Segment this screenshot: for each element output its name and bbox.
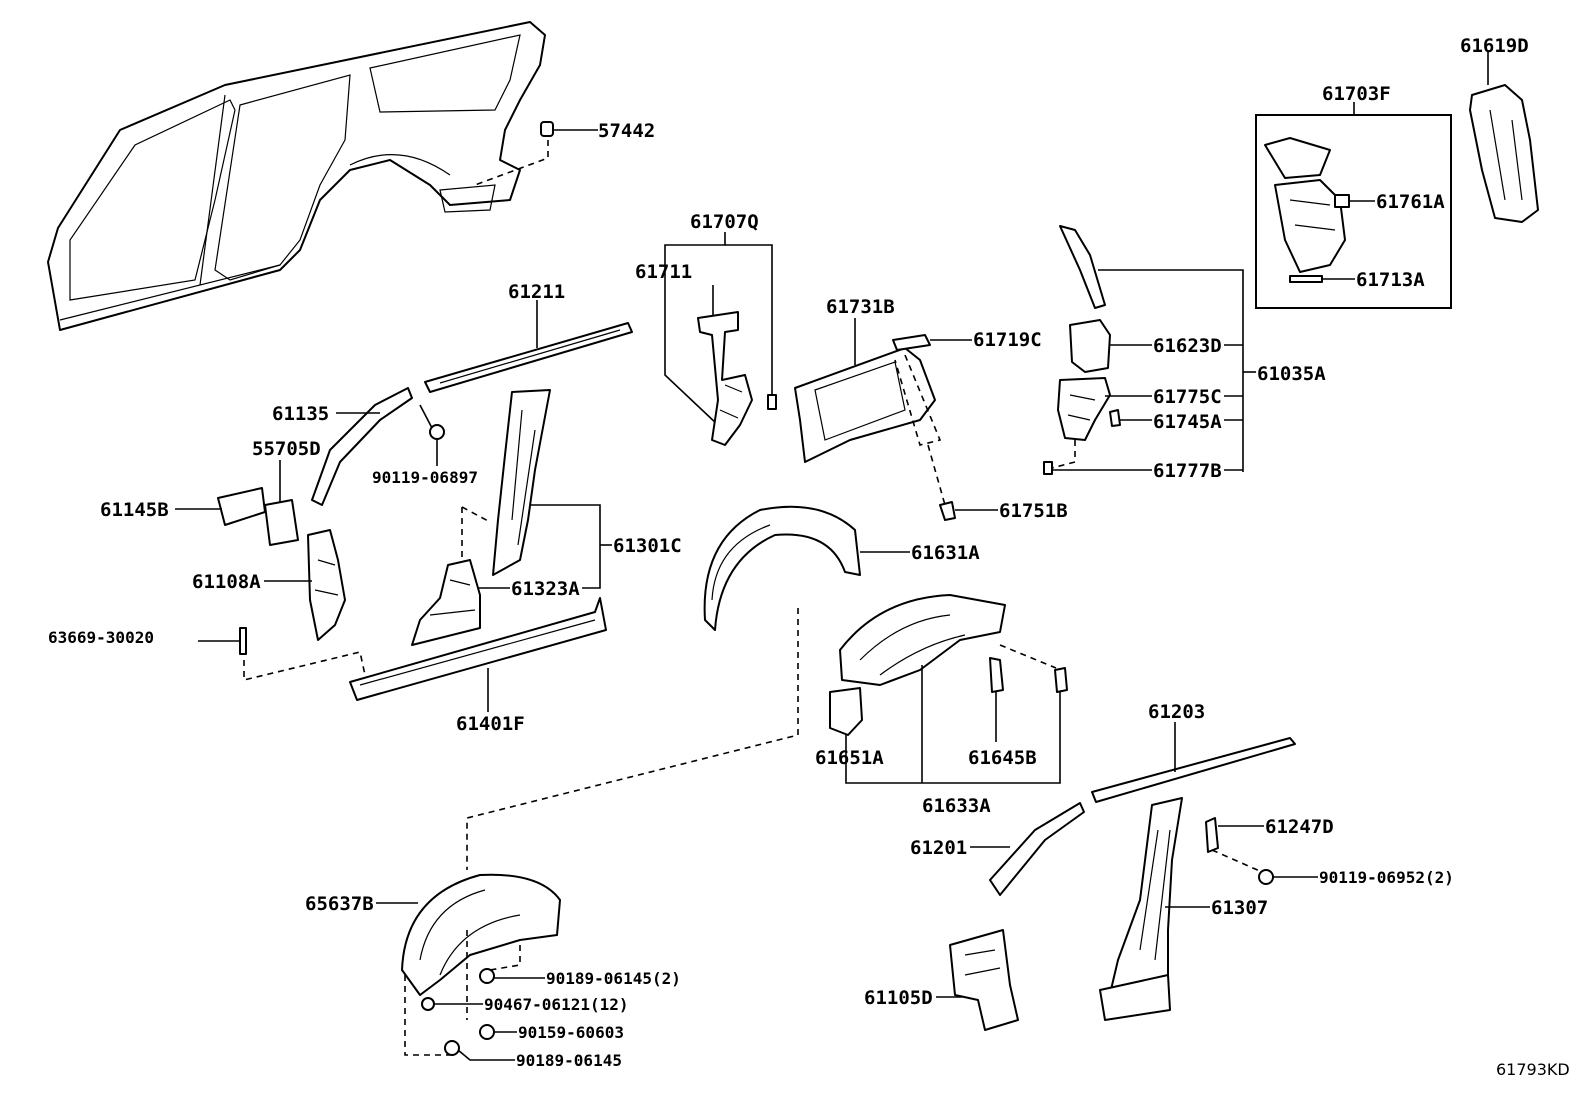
label-65637B[interactable]: 65637B	[305, 893, 374, 915]
label-90189-06145[interactable]: 90189-06145	[516, 1051, 622, 1070]
label-61633A[interactable]: 61633A	[922, 795, 991, 817]
part-61108A: 61108A	[192, 529, 346, 641]
label-61135[interactable]: 61135	[272, 403, 329, 425]
label-61703F[interactable]: 61703F	[1322, 83, 1391, 105]
label-90119-06952[interactable]: 90119-06952(2)	[1319, 868, 1454, 887]
label-61105D[interactable]: 61105D	[864, 987, 933, 1009]
part-61307: 61307	[1099, 797, 1268, 1021]
label-90159-60603[interactable]: 90159-60603	[518, 1023, 624, 1042]
part-61201: 61201	[910, 802, 1085, 896]
label-61711[interactable]: 61711	[635, 261, 692, 283]
assembly-61035A: 61623D 61775C 61745A 61777B 61035A	[1043, 225, 1326, 482]
label-63669-30020[interactable]: 63669-30020	[48, 628, 154, 647]
clip-57442: 57442	[474, 120, 655, 186]
part-61105D: 61105D	[864, 929, 1019, 1031]
label-61247D[interactable]: 61247D	[1265, 816, 1334, 838]
label-61301C[interactable]: 61301C	[613, 535, 682, 557]
label-61203[interactable]: 61203	[1148, 701, 1205, 723]
label-61035A[interactable]: 61035A	[1257, 363, 1326, 385]
part-61631A: 61631A	[466, 505, 980, 870]
label-90119-06897[interactable]: 90119-06897	[372, 468, 478, 487]
label-61211[interactable]: 61211	[508, 281, 565, 303]
part-61707Q: 61707Q 61711	[635, 211, 777, 446]
label-90189-06145-2[interactable]: 90189-06145(2)	[546, 969, 681, 988]
part-61203: 61203	[1091, 701, 1296, 803]
label-61751B[interactable]: 61751B	[999, 500, 1068, 522]
part-61401F: 63669-30020 61401F	[48, 597, 607, 735]
label-55705D[interactable]: 55705D	[252, 438, 321, 460]
label-61201[interactable]: 61201	[910, 837, 967, 859]
label-61731B[interactable]: 61731B	[826, 296, 895, 318]
label-61108A[interactable]: 61108A	[192, 571, 261, 593]
label-61745A[interactable]: 61745A	[1153, 411, 1222, 433]
bolt-90119-06897: 90119-06897	[372, 404, 478, 487]
label-61777B[interactable]: 61777B	[1153, 460, 1222, 482]
label-61307[interactable]: 61307	[1211, 897, 1268, 919]
part-61247D: 61247D 90119-06952(2)	[1205, 816, 1454, 887]
label-61713A[interactable]: 61713A	[1356, 269, 1425, 291]
part-61135: 61135	[272, 387, 413, 506]
label-61145B[interactable]: 61145B	[100, 499, 169, 521]
label-61619D[interactable]: 61619D	[1460, 35, 1529, 57]
part-55705D: 55705D 61145B	[100, 438, 321, 546]
part-65637B: 65637B 90189-06145(2) 90467-06121(12) 90…	[305, 873, 681, 1070]
part-61301C: 61301C 61323A	[411, 389, 682, 646]
part-61619D: 61619D	[1460, 35, 1539, 223]
label-61761A[interactable]: 61761A	[1376, 191, 1445, 213]
label-57442[interactable]: 57442	[598, 120, 655, 142]
label-61401F[interactable]: 61401F	[456, 713, 525, 735]
part-61731B: 61731B 61719C 61751B	[794, 296, 1068, 522]
assembly-61703F: 61703F 61761A 61713A	[1255, 83, 1452, 309]
label-61719C[interactable]: 61719C	[973, 329, 1042, 351]
body-side-outer-panel	[47, 21, 546, 331]
label-61623D[interactable]: 61623D	[1153, 335, 1222, 357]
label-61323A[interactable]: 61323A	[511, 578, 580, 600]
label-61631A[interactable]: 61631A	[911, 542, 980, 564]
label-61651A[interactable]: 61651A	[815, 747, 884, 769]
label-90467-06121[interactable]: 90467-06121(12)	[484, 995, 629, 1014]
diagram-reference-id: 61793KD	[1496, 1060, 1570, 1079]
part-61211: 61211	[424, 281, 633, 393]
label-61707Q[interactable]: 61707Q	[690, 211, 759, 233]
assembly-61633A: 61651A 61645B 61633A	[815, 594, 1068, 817]
label-61775C[interactable]: 61775C	[1153, 386, 1222, 408]
label-61645B[interactable]: 61645B	[968, 747, 1037, 769]
